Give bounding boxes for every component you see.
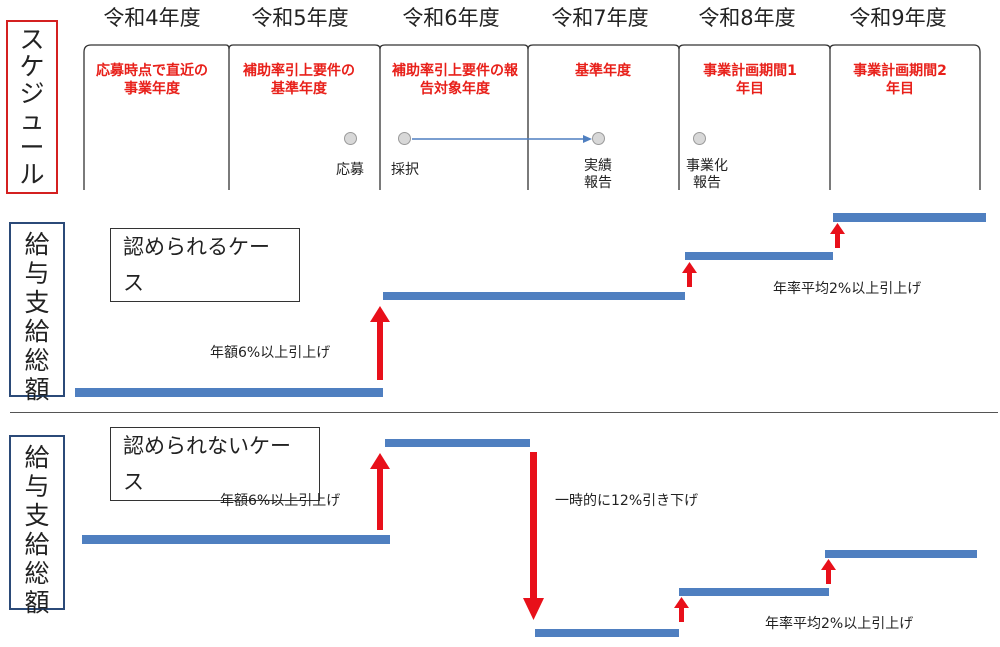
schedule-label-box: スケジュール [6, 20, 58, 194]
rejected-level-r8 [679, 588, 829, 596]
year-header-r4: 令和4年度 [103, 6, 201, 30]
year-header-r9: 令和9年度 [849, 6, 947, 30]
rejected-level-r4-r5 [82, 535, 390, 544]
desc-r8: 事業計画期間1年目 [703, 63, 797, 97]
milestone-dot-commercialization [693, 132, 706, 145]
milestone-dot-apply [344, 132, 357, 145]
bracket-r6 [379, 44, 529, 50]
milestone-dot-adopt [398, 132, 411, 145]
salary-label-box-rejected: 給与支給総額 [9, 435, 65, 617]
milestone-label-commercialization-report: 事業化報告 [686, 158, 728, 191]
bracket-r9 [829, 44, 981, 190]
rejected-level-r6 [385, 439, 530, 447]
salary-label-rejected: 給与支給総額 [24, 443, 50, 617]
rejected-level-r7 [535, 629, 679, 637]
milestone-label-adopt: 採択 [391, 162, 419, 178]
accepted-raise-note: 年額6%以上引上げ [210, 345, 331, 361]
rejected-drop-arrow [523, 452, 544, 620]
case-separator [10, 412, 998, 413]
timeline-brackets [83, 44, 981, 190]
rejected-level-r9 [825, 550, 977, 558]
milestone-dot-report [592, 132, 605, 145]
desc-r7: 基準年度 [575, 63, 631, 79]
desc-r4: 応募時点で直近の事業年度 [96, 63, 208, 97]
year-header-r7: 令和7年度 [551, 6, 649, 30]
desc-r6: 補助率引上要件の報告対象年度 [392, 63, 518, 97]
accepted-avg-arrow-r9 [830, 223, 845, 248]
bracket-r7 [527, 44, 680, 50]
year-header-r5: 令和5年度 [251, 6, 349, 30]
accepted-level-r4-r5 [75, 388, 383, 397]
accepted-avg-arrow-r8 [682, 262, 697, 287]
salary-label-accepted: 給与支給総額 [24, 230, 50, 404]
rejected-avg-arrow-r9 [821, 559, 836, 584]
rejected-drop-note: 一時的に12%引き下げ [555, 493, 699, 509]
bracket-r4 [83, 44, 230, 190]
accepted-raise-arrow [370, 306, 390, 380]
rejected-raise-note: 年額6%以上引上げ [220, 493, 341, 509]
schedule-label: スケジュール [19, 25, 45, 189]
accepted-level-r9 [833, 213, 986, 222]
desc-r9: 事業計画期間2年目 [853, 63, 947, 97]
adopt-to-report-arrowhead [583, 135, 592, 143]
accepted-level-r8 [685, 252, 833, 260]
accepted-avg-note: 年率平均2%以上引上げ [773, 281, 922, 297]
rejected-avg-arrow-r8 [674, 597, 689, 622]
bracket-r5 [228, 44, 381, 50]
desc-r5: 補助率引上要件の基準年度 [243, 63, 355, 97]
salary-label-box-accepted: 給与支給総額 [9, 222, 65, 404]
year-header-r6: 令和6年度 [402, 6, 500, 30]
accepted-level-r6-r7 [383, 292, 685, 300]
rejected-avg-note: 年率平均2%以上引上げ [765, 616, 914, 632]
year-header-r8: 令和8年度 [698, 6, 796, 30]
bracket-r8 [678, 44, 831, 50]
milestone-label-results-report: 実績報告 [584, 158, 612, 191]
accepted-case-title: 認められるケース [110, 228, 300, 302]
milestone-label-apply: 応募 [336, 162, 364, 178]
rejected-case-title: 認められないケース [110, 427, 320, 501]
rejected-raise-arrow [370, 453, 390, 530]
